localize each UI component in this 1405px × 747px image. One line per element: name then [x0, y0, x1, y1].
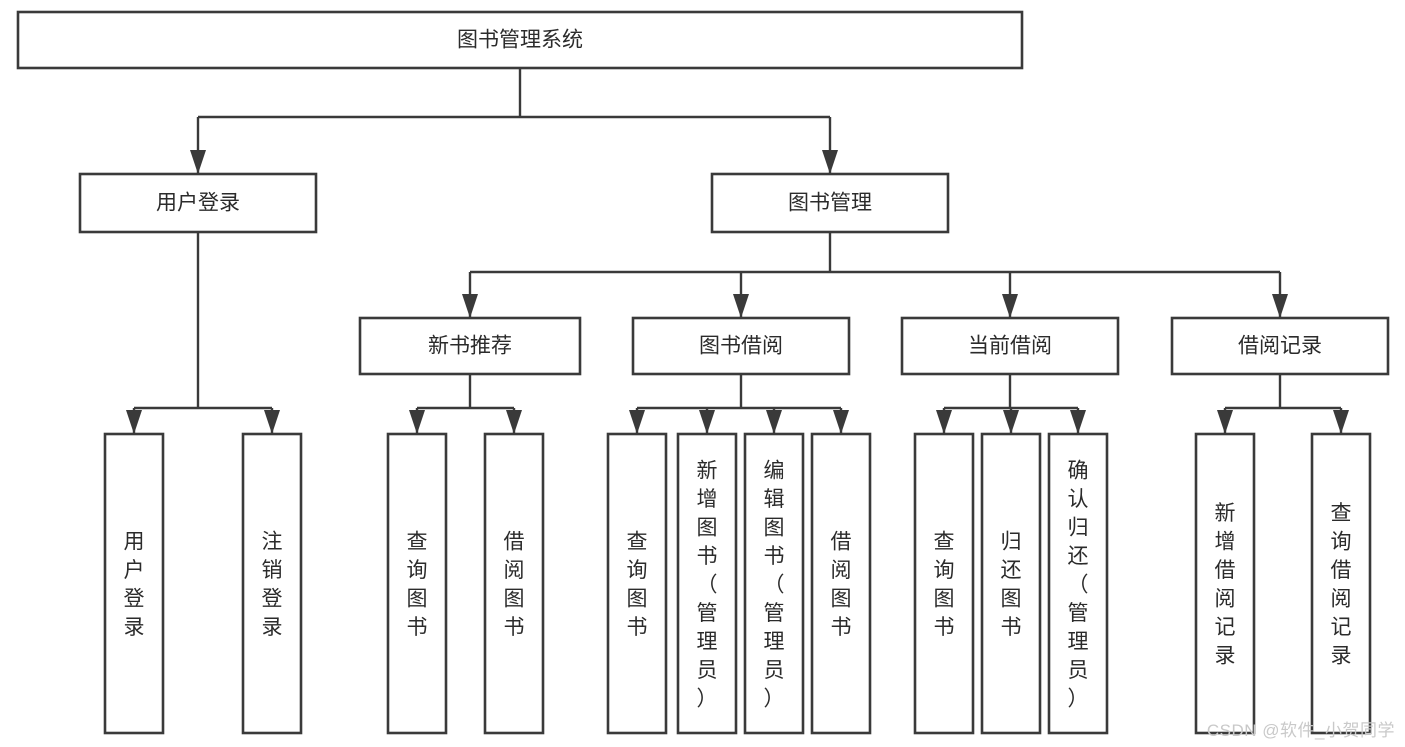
node-leaf-query-book-current[interactable]: 查询图书 [913, 432, 975, 735]
node-label: 新增借阅记录 [1215, 502, 1236, 668]
node-box[interactable] [810, 432, 872, 735]
node-leaf-borrow-book[interactable]: 借阅图书 [810, 432, 872, 735]
node-leaf-borrow-book-rec[interactable]: 借阅图书 [483, 432, 545, 735]
node-box[interactable] [606, 432, 668, 735]
node-leaf-edit-book-admin[interactable]: 编辑图书（管理员） [743, 432, 805, 735]
node-box[interactable] [743, 432, 805, 735]
node-label: 用户登录 [156, 192, 240, 215]
node-layer: 图书管理系统用户登录图书管理新书推荐图书借阅当前借阅借阅记录用户登录注销登录查询… [16, 10, 1390, 735]
arrow-head-icon [833, 410, 849, 434]
arrow-head-icon [822, 150, 838, 174]
node-leaf-add-book-admin[interactable]: 新增图书（管理员） [676, 432, 738, 735]
node-label: 归还图书 [1001, 531, 1022, 640]
node-box[interactable] [358, 316, 582, 376]
node-label: 新增图书（管理员） [697, 459, 718, 710]
node-root[interactable]: 图书管理系统 [16, 10, 1024, 70]
node-label: 新书推荐 [428, 335, 512, 358]
node-leaf-query-book-rec[interactable]: 查询图书 [386, 432, 448, 735]
arrow-head-icon [462, 294, 478, 318]
arrow-head-icon [699, 410, 715, 434]
node-label: 借阅图书 [504, 531, 525, 640]
node-label: 图书管理 [788, 192, 872, 215]
arrow-head-icon [1070, 410, 1086, 434]
node-label: 当前借阅 [968, 335, 1052, 358]
node-leaf-user-login[interactable]: 用户登录 [103, 432, 165, 735]
node-box[interactable] [1310, 432, 1372, 735]
node-leaf-confirm-return-admin[interactable]: 确认归还（管理员） [1047, 432, 1109, 735]
node-box[interactable] [913, 432, 975, 735]
node-user-login[interactable]: 用户登录 [78, 172, 318, 234]
node-label: 查询图书 [627, 531, 648, 640]
node-label: 查询图书 [934, 531, 955, 640]
arrow-head-icon [1003, 410, 1019, 434]
node-book-manage[interactable]: 图书管理 [710, 172, 950, 234]
arrow-head-icon [936, 410, 952, 434]
arrow-head-icon [1333, 410, 1349, 434]
node-current-borrow[interactable]: 当前借阅 [900, 316, 1120, 376]
node-book-borrow[interactable]: 图书借阅 [631, 316, 851, 376]
connector-layer [126, 68, 1349, 434]
node-label: 查询图书 [407, 531, 428, 640]
node-label: 确认归还（管理员） [1068, 459, 1089, 710]
arrow-head-icon [1002, 294, 1018, 318]
node-box[interactable] [386, 432, 448, 735]
node-label: 查询借阅记录 [1331, 502, 1352, 668]
node-leaf-query-borrow-record[interactable]: 查询借阅记录 [1310, 432, 1372, 735]
arrow-head-icon [264, 410, 280, 434]
node-box[interactable] [78, 172, 318, 234]
node-box[interactable] [676, 432, 738, 735]
arrow-head-icon [629, 410, 645, 434]
node-box[interactable] [1170, 316, 1390, 376]
node-borrow-record[interactable]: 借阅记录 [1170, 316, 1390, 376]
node-label: 注销登录 [262, 531, 283, 640]
arrow-head-icon [1217, 410, 1233, 434]
arrow-head-icon [1272, 294, 1288, 318]
node-box[interactable] [1194, 432, 1256, 735]
arrow-head-icon [766, 410, 782, 434]
node-box[interactable] [241, 432, 303, 735]
node-label: 借阅记录 [1238, 335, 1322, 358]
node-label: 图书借阅 [699, 335, 783, 358]
node-box[interactable] [710, 172, 950, 234]
node-leaf-add-borrow-record[interactable]: 新增借阅记录 [1194, 432, 1256, 735]
node-label: 图书管理系统 [457, 29, 583, 52]
arrow-head-icon [126, 410, 142, 434]
node-label: 用户登录 [124, 531, 145, 640]
node-label: 借阅图书 [831, 531, 852, 640]
arrow-head-icon [733, 294, 749, 318]
node-new-book-rec[interactable]: 新书推荐 [358, 316, 582, 376]
node-box[interactable] [1047, 432, 1109, 735]
node-box[interactable] [631, 316, 851, 376]
node-leaf-return-book[interactable]: 归还图书 [980, 432, 1042, 735]
arrow-head-icon [190, 150, 206, 174]
arrow-head-icon [506, 410, 522, 434]
node-box[interactable] [980, 432, 1042, 735]
node-box[interactable] [483, 432, 545, 735]
node-leaf-user-logout[interactable]: 注销登录 [241, 432, 303, 735]
node-label: 编辑图书（管理员） [764, 459, 785, 710]
node-box[interactable] [16, 10, 1024, 70]
arrow-head-icon [409, 410, 425, 434]
node-leaf-query-book-borrow[interactable]: 查询图书 [606, 432, 668, 735]
node-box[interactable] [103, 432, 165, 735]
node-box[interactable] [900, 316, 1120, 376]
